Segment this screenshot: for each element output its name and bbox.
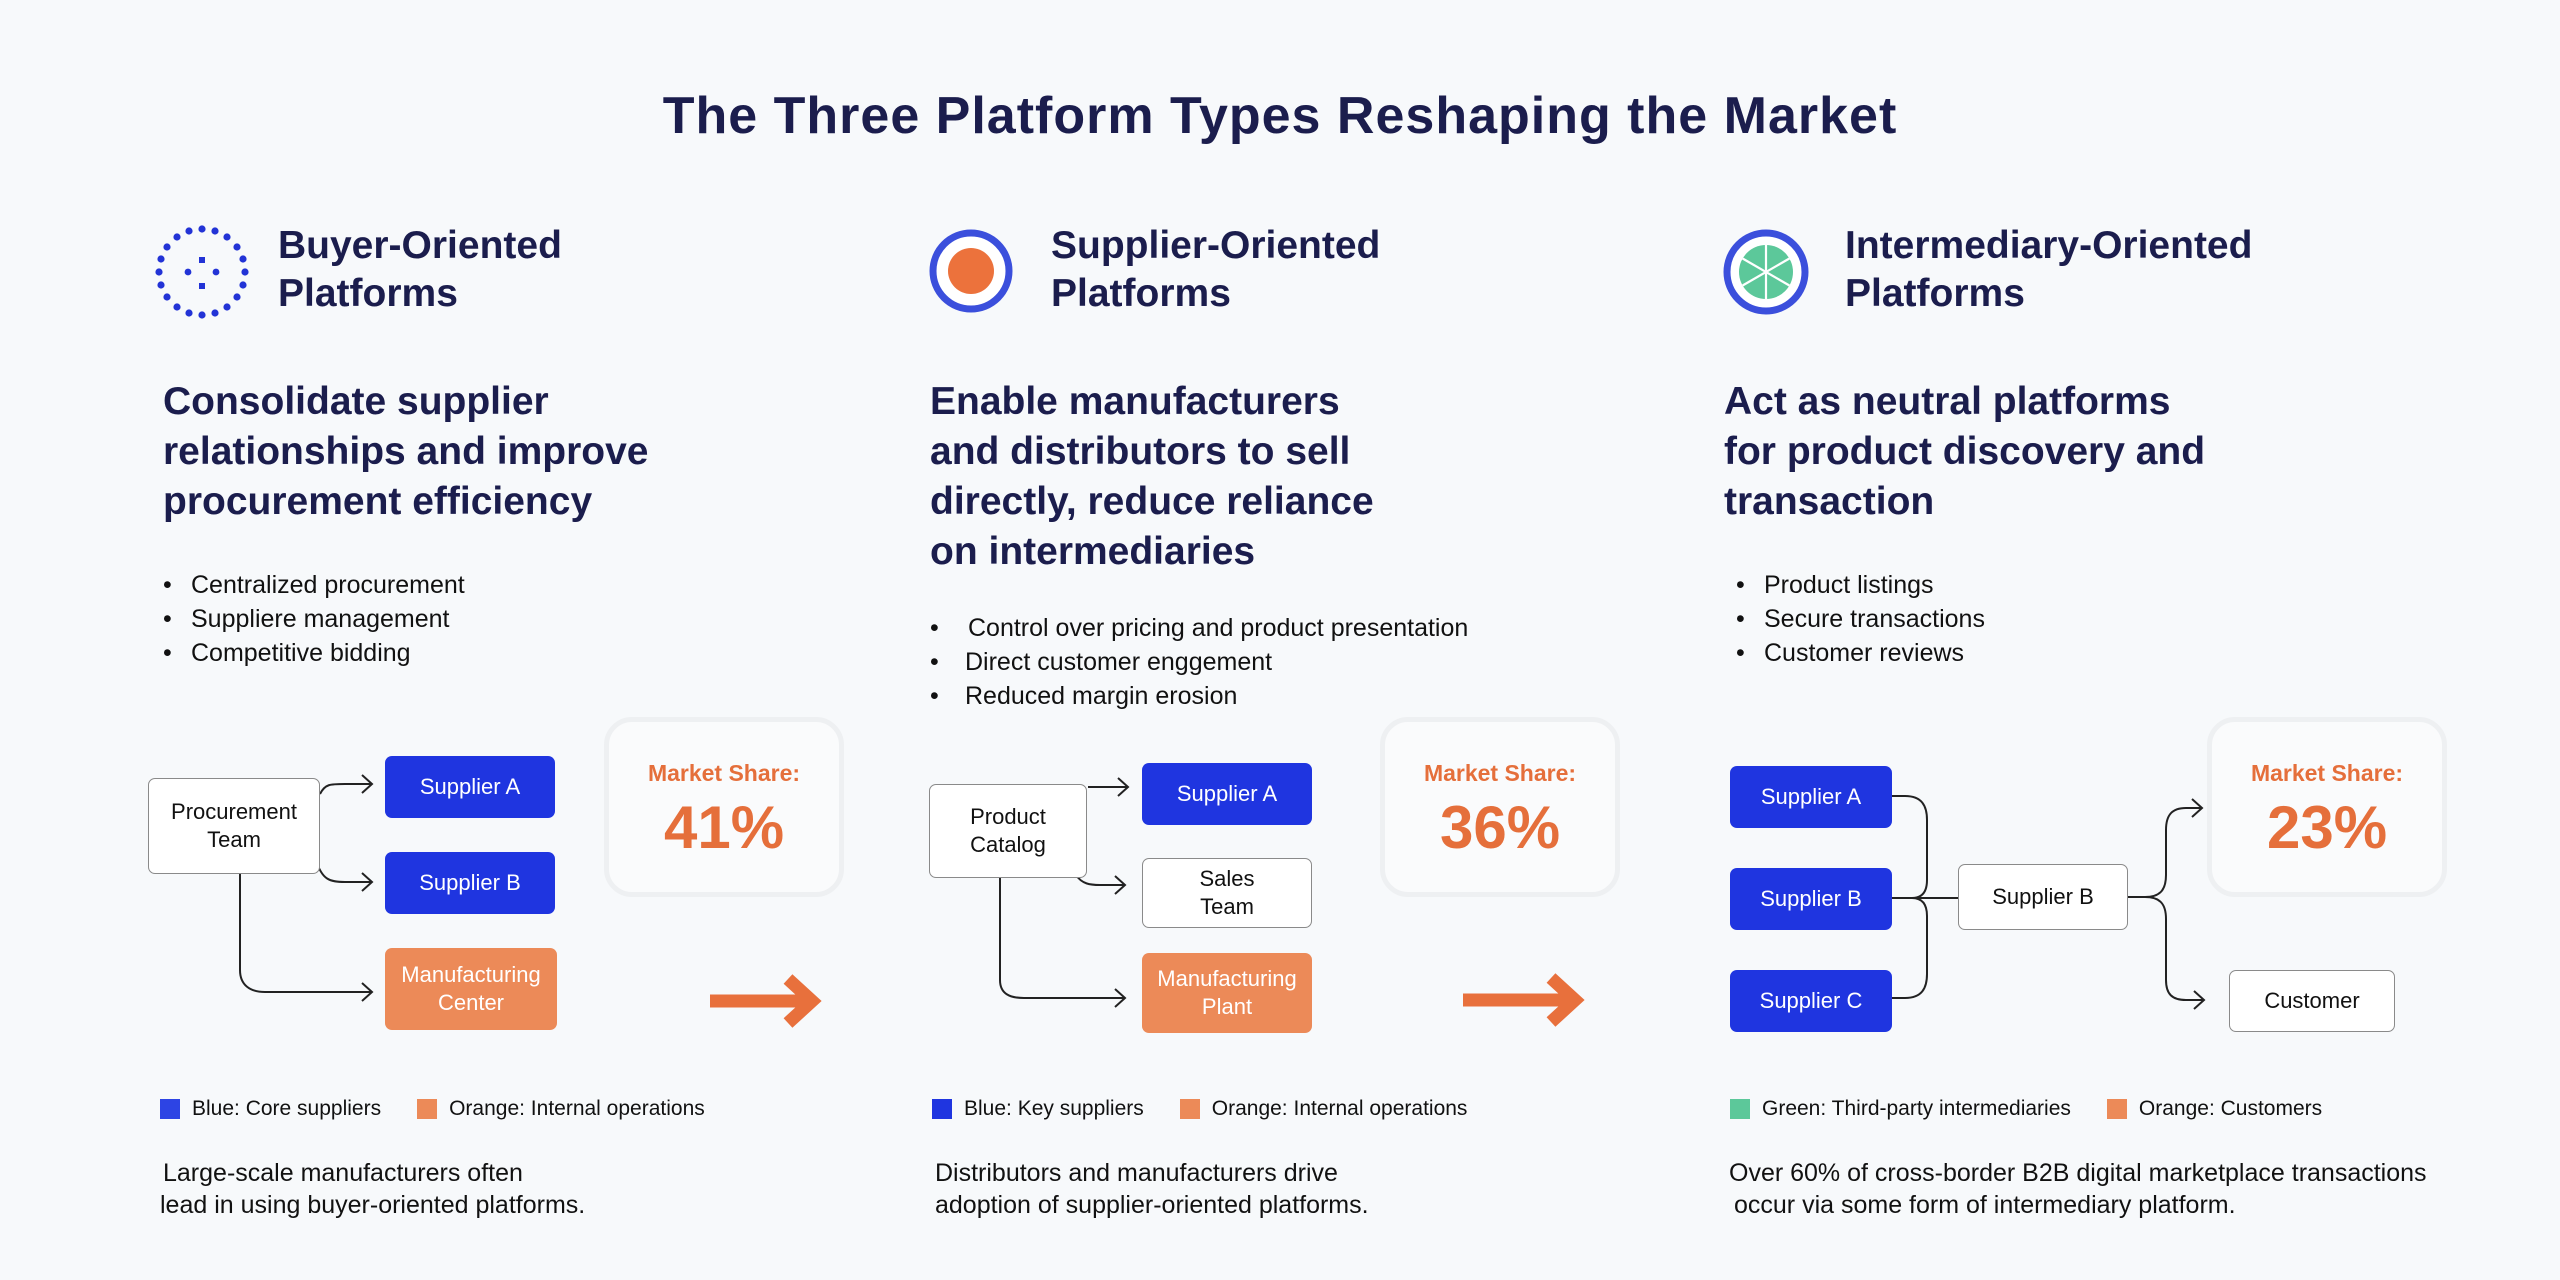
market-share-value: 36% [1439, 794, 1561, 861]
diagram-node-customer: Customer [2229, 970, 2395, 1032]
arrow-right-icon [710, 974, 822, 1028]
segmented-wheel-icon [1723, 229, 1809, 315]
page-title: The Three Platform Types Reshaping the M… [662, 87, 1898, 145]
feature-item: Secure transactions [1736, 602, 1985, 636]
legend-swatch-orange [2106, 1099, 2127, 1119]
footnote: Over 60% of cross-border B2B digital mar… [1729, 1159, 2427, 1219]
dotted-circle-icon [155, 225, 249, 319]
legend-swatch-blue [160, 1099, 180, 1119]
diagram-node-supplier-c: Supplier C [1730, 970, 1892, 1032]
column-title-line1: Intermediary-Oriented [1845, 224, 2253, 267]
footnote: Large-scale manufacturers often lead in … [160, 1159, 586, 1219]
feature-item: Customer reviews [1736, 636, 1985, 670]
market-share-card: Market Share: 23% [2207, 717, 2447, 897]
target-circle-icon [929, 229, 1013, 313]
feature-list: Centralized procurement Suppliere manage… [163, 568, 465, 670]
feature-item: Suppliere management [163, 602, 465, 636]
market-share-label: Market Share: [2250, 760, 2404, 786]
column-subtitle: Act as neutral platforms for product dis… [1724, 380, 2206, 523]
diagram-node-supplier-b: Supplier B [1730, 868, 1892, 930]
legend: Blue: Core suppliers Orange: Internal op… [160, 1097, 741, 1121]
market-share-card: Market Share: 36% [1380, 717, 1620, 897]
diagram-node-supplier-a: Supplier A [1730, 766, 1892, 828]
market-share-value: 41% [663, 794, 785, 861]
arrow-right-icon [1463, 973, 1585, 1027]
legend-swatch-green [1730, 1099, 1750, 1119]
column-title-line2: Platforms [278, 272, 458, 315]
market-share-card: Market Share: 41% [604, 717, 844, 897]
feature-item: Reduced margin erosion [930, 679, 1468, 713]
diagram-node-supplier-a: Supplier A [385, 756, 555, 818]
column-title-line1: Supplier-Oriented [1051, 224, 1381, 267]
feature-item: Centralized procurement [163, 568, 465, 602]
market-share-label: Market Share: [647, 760, 801, 786]
feature-list: Product listings Secure transactions Cus… [1736, 568, 1985, 670]
legend-swatch-orange [1179, 1099, 1200, 1119]
feature-item: Product listings [1736, 568, 1985, 602]
feature-item: Direct customer enggement [930, 645, 1468, 679]
column-title-line2: Platforms [1051, 272, 1231, 315]
market-share-value: 23% [2266, 794, 2388, 861]
feature-item: Control over pricing and product present… [930, 611, 1468, 645]
footnote: Distributors and manufacturers drive ado… [935, 1159, 1369, 1219]
column-subtitle: Consolidate supplier relationships and i… [163, 380, 649, 523]
column-subtitle: Enable manufacturers and distributors to… [930, 380, 1374, 573]
market-share-label: Market Share: [1423, 760, 1577, 786]
legend: Green: Third-party intermediaries Orange… [1730, 1097, 2358, 1121]
legend: Blue: Key suppliers Orange: Internal ope… [932, 1097, 1503, 1121]
feature-item: Competitive bidding [163, 636, 465, 670]
column-title-line2: Platforms [1845, 272, 2025, 315]
diagram-node-supplier-a: Supplier A [1142, 763, 1312, 825]
legend-swatch-orange [417, 1099, 438, 1119]
diagram-hub-node: Supplier B [1958, 864, 2128, 930]
feature-list: Control over pricing and product present… [930, 611, 1468, 713]
legend-swatch-blue [932, 1099, 952, 1119]
diagram-node-supplier-b: Supplier B [385, 852, 555, 914]
column-title-line1: Buyer-Oriented [278, 224, 562, 267]
